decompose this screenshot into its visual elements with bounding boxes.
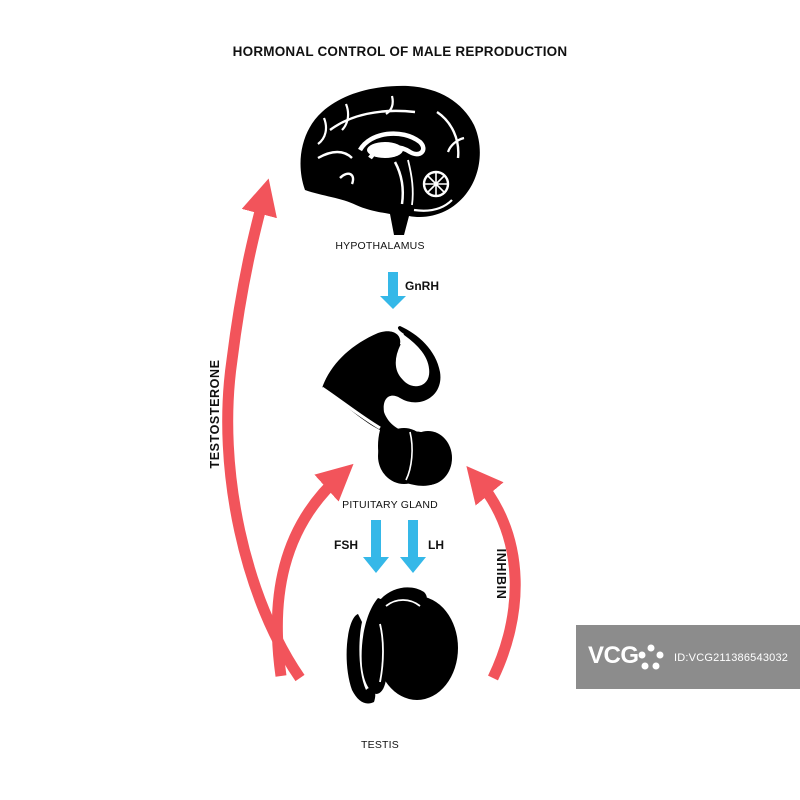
lh-arrow (400, 520, 426, 573)
gnrh-label: GnRH (405, 279, 439, 293)
brain-illustration (300, 85, 480, 235)
fsh-label: FSH (334, 538, 358, 552)
testis-illustration (346, 587, 458, 704)
inhibin-label: INHIBIN (494, 548, 508, 600)
testis-label: TESTIS (361, 739, 399, 751)
feedback-arrows (222, 178, 521, 682)
inhibin-arrow (466, 466, 521, 681)
pituitary-label: PITUITARY GLAND (342, 499, 438, 511)
watermark: VCG ID:VCG211386543032 (576, 625, 800, 689)
watermark-flower-icon (638, 644, 664, 670)
watermark-id: ID:VCG211386543032 (674, 652, 789, 664)
diagram-title: HORMONAL CONTROL OF MALE REPRODUCTION (232, 44, 568, 59)
testosterone-label: TESTOSTERONE (208, 359, 222, 469)
watermark-logo: VCG (588, 642, 639, 669)
fsh-arrow (363, 520, 389, 573)
gnrh-arrow (380, 272, 406, 309)
hormone-arrows (363, 272, 426, 573)
testosterone-arrow (222, 178, 305, 682)
lh-label: LH (428, 538, 444, 552)
hypothalamus-label: HYPOTHALAMUS (335, 240, 425, 252)
pituitary-illustration (321, 326, 452, 486)
testosterone-to-pituitary-arrow (271, 463, 354, 677)
